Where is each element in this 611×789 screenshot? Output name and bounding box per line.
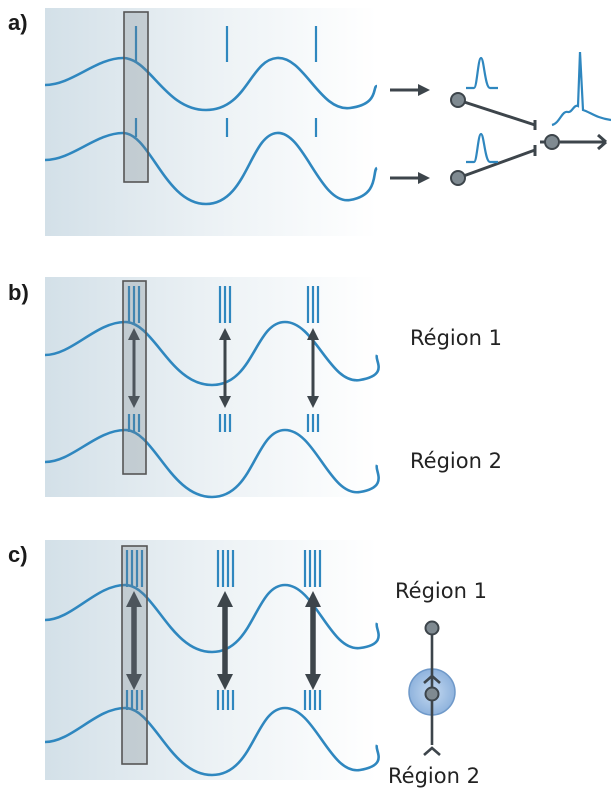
panel-b-label: b) [8,280,29,305]
double-arrow-icon [219,328,231,408]
panel-c-selection-box [121,545,148,765]
panel-b-spike-burst [127,414,141,432]
panel-b-spike-burst [218,414,232,432]
panel-b: Région 1 Région 2 [44,280,502,499]
panel-c-spike-burst [216,690,235,710]
panel-c: Région 1 Région 2 [44,545,487,788]
double-arrow-icon [126,591,142,690]
panel-c-spike-burst [303,550,322,587]
panel-b-selection-box [122,280,147,475]
panel-a-wave-bottom [44,131,379,206]
double-arrow-icon [217,591,233,690]
panel-a-wave-top [44,56,378,112]
panel-a-selection-box [123,11,149,183]
panel-b-spike-burst [306,414,320,432]
panel-a-background [45,8,377,236]
panel-b-spike-burst [127,286,141,323]
panel-b-spike-burst [218,286,232,323]
neuron-schematic-icon [450,92,607,186]
panel-b-region-2-label: Région 2 [410,449,502,473]
panel-b-wave-region-2 [44,428,380,499]
double-arrow-icon [305,591,321,690]
panel-c-spike-burst [216,550,235,587]
panel-a [44,11,611,206]
panel-c-region-2-label: Région 2 [388,764,480,788]
panel-a-label: a) [8,10,28,35]
spike-waveform-icon [466,132,498,164]
panel-c-background [45,540,377,780]
panel-c-spike-burst [125,690,144,710]
arrow-right-icon [390,84,430,96]
double-arrow-icon [307,328,319,408]
spike-waveform-icon [466,56,498,90]
panel-c-spike-burst [303,690,322,710]
panel-b-wave-region-1 [44,320,380,387]
double-arrow-icon [128,328,140,408]
panel-b-spike-burst [306,286,320,323]
membrane-potential-trace-icon [551,51,611,127]
synapse-schematic-icon [408,620,456,756]
panel-c-label: c) [8,542,28,567]
panel-b-background [45,277,377,497]
panel-b-region-1-label: Région 1 [410,326,502,350]
panel-c-spike-burst [125,550,144,587]
panel-c-region-1-label: Région 1 [395,579,487,603]
arrow-right-icon [390,172,430,184]
